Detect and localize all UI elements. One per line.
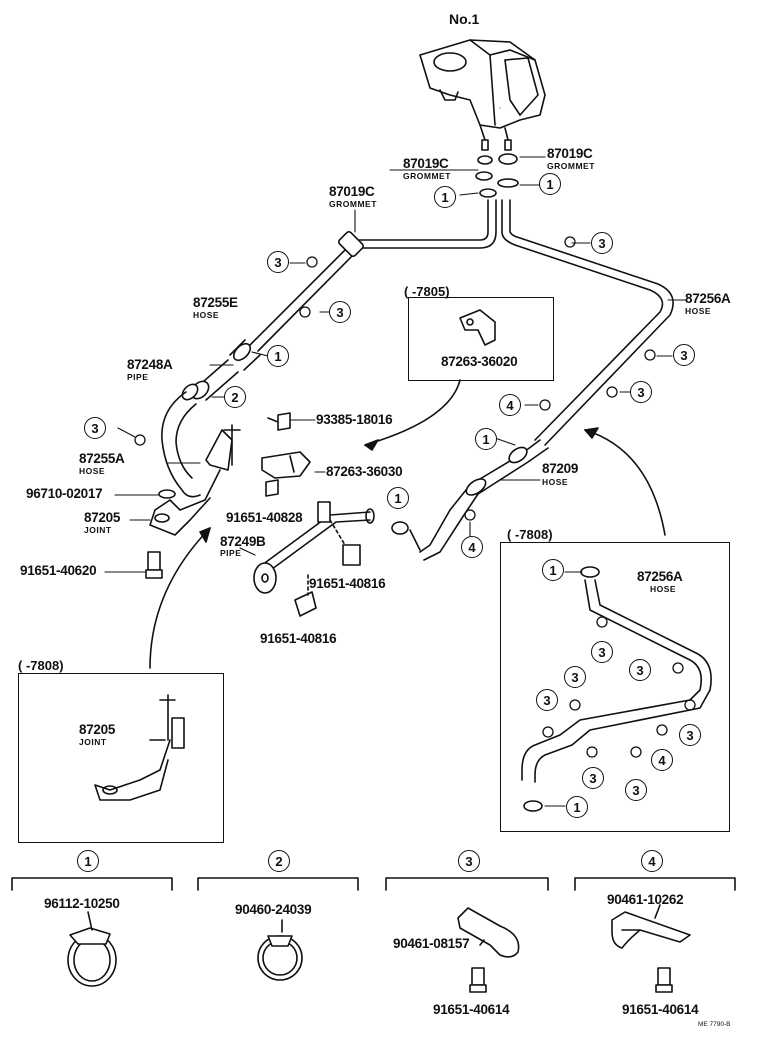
label-87019C-a: 87019C xyxy=(403,156,449,171)
diagram-title: No.1 xyxy=(449,11,480,27)
inset-top-label: ( -7805) xyxy=(404,284,450,299)
label-91651-40816-a: 91651-40816 xyxy=(309,576,386,591)
label-hose-87255E: HOSE xyxy=(193,310,220,320)
inset-left-label: ( -7808) xyxy=(18,658,64,673)
label-joint-87205: JOINT xyxy=(84,525,112,535)
label-87019C-c: 87019C xyxy=(329,184,375,199)
inset-top-frame xyxy=(408,297,554,381)
callout-circle-3: 3 xyxy=(84,417,106,439)
callout-circle-2: 2 xyxy=(268,850,290,872)
legend-3-part-clip: 90461-08157 xyxy=(393,936,470,951)
legend-4-part-clip: 90461-10262 xyxy=(607,892,684,907)
label-hose-87256A: HOSE xyxy=(685,306,712,316)
label-87256A-inset: 87256A xyxy=(637,569,683,584)
label-87263-36020: 87263-36020 xyxy=(441,354,518,369)
callout-circle-2: 2 xyxy=(224,386,246,408)
inset-right-label: ( -7808) xyxy=(507,527,553,542)
callout-circle-4: 4 xyxy=(641,850,663,872)
legend-3-part-bolt: 91651-40614 xyxy=(433,1002,510,1017)
inset-left-frame xyxy=(18,673,224,843)
label-87205-inset: 87205 xyxy=(79,722,116,737)
callout-circle-3: 3 xyxy=(591,641,613,663)
legend-4-part-bolt: 91651-40614 xyxy=(622,1002,699,1017)
tank-assembly xyxy=(419,39,546,151)
callout-circle-3: 3 xyxy=(458,850,480,872)
label-87255A: 87255A xyxy=(79,451,125,466)
callout-circle-1: 1 xyxy=(566,796,588,818)
callout-circle-3: 3 xyxy=(582,767,604,789)
label-87205: 87205 xyxy=(84,510,121,525)
callout-circle-3: 3 xyxy=(679,724,701,746)
callout-circle-3: 3 xyxy=(625,779,647,801)
callout-circle-3: 3 xyxy=(564,666,586,688)
label-joint-87205-inset: JOINT xyxy=(79,737,107,747)
label-87249B: 87249B xyxy=(220,534,266,549)
label-grommet-c: GROMMET xyxy=(329,199,377,209)
label-87209: 87209 xyxy=(542,461,579,476)
label-91651-40620: 91651-40620 xyxy=(20,563,97,578)
callout-circle-4: 4 xyxy=(651,749,673,771)
label-87255E: 87255E xyxy=(193,295,238,310)
legend-2-part: 90460-24039 xyxy=(235,902,312,917)
label-87256A: 87256A xyxy=(685,291,731,306)
label-87263-36030: 87263-36030 xyxy=(326,464,403,479)
label-hose-87209: HOSE xyxy=(542,477,569,487)
callout-circle-3: 3 xyxy=(267,251,289,273)
label-pipe-87248A: PIPE xyxy=(127,372,149,382)
drawing-code: ME 7790-B xyxy=(698,1021,731,1028)
callout-circle-1: 1 xyxy=(475,428,497,450)
label-91651-40828: 91651-40828 xyxy=(226,510,303,525)
callout-circle-3: 3 xyxy=(630,381,652,403)
label-87019C-b: 87019C xyxy=(547,146,593,161)
callout-circle-1: 1 xyxy=(387,487,409,509)
callout-circle-1: 1 xyxy=(267,345,289,367)
callout-circle-3: 3 xyxy=(536,689,558,711)
callout-circle-3: 3 xyxy=(329,301,351,323)
inset-right-frame xyxy=(500,542,730,832)
label-hose-87256A-inset: HOSE xyxy=(650,584,677,594)
label-hose-87255A: HOSE xyxy=(79,466,106,476)
callout-circle-1: 1 xyxy=(542,559,564,581)
callout-circle-1: 1 xyxy=(434,186,456,208)
label-96710-02017: 96710-02017 xyxy=(26,486,103,501)
label-93385-18016: 93385-18016 xyxy=(316,412,393,427)
callout-circle-4: 4 xyxy=(461,536,483,558)
label-91651-40816-b: 91651-40816 xyxy=(260,631,337,646)
callout-circle-1: 1 xyxy=(539,173,561,195)
legend-1-part: 96112-10250 xyxy=(44,896,120,911)
label-grommet-a: GROMMET xyxy=(403,171,451,181)
callout-circle-3: 3 xyxy=(591,232,613,254)
callout-circle-3: 3 xyxy=(629,659,651,681)
label-87248A: 87248A xyxy=(127,357,173,372)
label-pipe-87249B: PIPE xyxy=(220,548,242,558)
callout-circle-1: 1 xyxy=(77,850,99,872)
label-grommet-b: GROMMET xyxy=(547,161,595,171)
callout-circle-4: 4 xyxy=(499,394,521,416)
callout-circle-3: 3 xyxy=(673,344,695,366)
